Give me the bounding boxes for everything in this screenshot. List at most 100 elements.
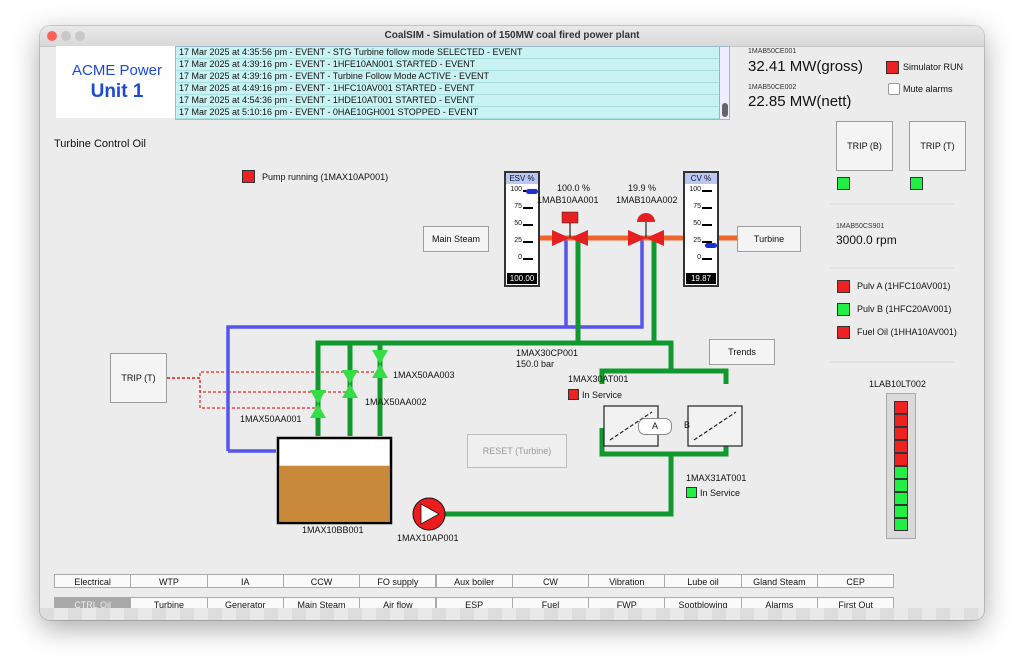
filter2-status: In Service bbox=[700, 488, 741, 498]
cv-valve bbox=[628, 213, 664, 246]
tab-electrical[interactable]: Electrical bbox=[54, 574, 132, 588]
main-steam-button[interactable]: Main Steam bbox=[423, 226, 489, 252]
mill-indicator bbox=[837, 326, 850, 339]
scrollbar-thumb[interactable] bbox=[722, 103, 728, 117]
close-window-button[interactable] bbox=[47, 31, 57, 41]
level-bar-segment bbox=[894, 479, 908, 492]
tank-tag: 1MAX10BB001 bbox=[302, 525, 364, 535]
nett-power-tag: 1MAB50CE002 bbox=[748, 84, 797, 91]
esv-tag: 1MAB10AA001 bbox=[537, 195, 599, 205]
minimize-window-button[interactable] bbox=[61, 31, 71, 41]
event-row: 17 Mar 2025 at 4:39:16 pm - EVENT - 1HFE… bbox=[176, 59, 729, 71]
zoom-window-button[interactable] bbox=[75, 31, 85, 41]
mill-label: Pulv A (1HFC10AV001) bbox=[857, 281, 951, 291]
trip-valve-1MAX50AA002 bbox=[342, 370, 358, 398]
trip-t-right-button[interactable]: TRIP (T) bbox=[909, 121, 966, 171]
mill-label: Pulv B (1HFC20AV001) bbox=[857, 304, 952, 314]
filter-a-selector[interactable]: A bbox=[638, 418, 672, 435]
event-row: 17 Mar 2025 at 4:39:16 pm - EVENT - Turb… bbox=[176, 71, 729, 83]
control-oil-diagram bbox=[167, 203, 954, 531]
cv-percent: 19.9 % bbox=[628, 183, 657, 193]
gauge-tick: 50 bbox=[693, 220, 701, 227]
level-indicator bbox=[886, 393, 916, 539]
tab-gland-steam[interactable]: Gland Steam bbox=[740, 574, 818, 588]
event-log[interactable]: 17 Mar 2025 at 4:35:56 pm - EVENT - STG … bbox=[175, 46, 730, 120]
tab-cw[interactable]: CW bbox=[511, 574, 590, 588]
return-oil-lines bbox=[226, 239, 644, 453]
mill-indicator bbox=[837, 280, 850, 293]
event-row: 17 Mar 2025 at 4:35:56 pm - EVENT - STG … bbox=[176, 47, 729, 59]
esv-percent: 100.0 % bbox=[557, 183, 591, 193]
nett-power-value: 22.85 MW(nett) bbox=[748, 93, 852, 110]
level-bar-segment bbox=[894, 518, 908, 531]
reset-turbine-button[interactable]: RESET (Turbine) bbox=[467, 434, 567, 468]
turbine-button[interactable]: Turbine bbox=[737, 226, 801, 252]
valve-tag-1MAX50AA002: 1MAX50AA002 bbox=[365, 397, 427, 407]
event-row: 17 Mar 2025 at 5:10:16 pm - EVENT - 0HAE… bbox=[176, 107, 729, 119]
gauge-tick: 100 bbox=[510, 186, 522, 193]
filter1-status-indicator bbox=[568, 389, 579, 400]
unit-name: Unit 1 bbox=[90, 81, 144, 102]
gauge-tick: 75 bbox=[514, 203, 522, 210]
tab-ia[interactable]: IA bbox=[206, 574, 284, 588]
trip-b-button[interactable]: TRIP (B) bbox=[836, 121, 893, 171]
mute-alarms-checkbox[interactable] bbox=[888, 83, 900, 95]
status-strip bbox=[40, 608, 984, 620]
trip-valve-1MAX50AA003 bbox=[372, 350, 388, 378]
level-bar-segment bbox=[894, 427, 908, 440]
header-pressure-value: 150.0 bar bbox=[516, 359, 555, 369]
trip-signal-lines bbox=[167, 371, 380, 409]
mill-label: Fuel Oil (1HHA10AV001) bbox=[857, 327, 957, 337]
supply-oil-lines bbox=[315, 239, 729, 517]
header-pressure-tag: 1MAX30CP001 bbox=[516, 348, 579, 358]
app-window: CoalSIM - Simulation of 150MW coal fired… bbox=[40, 26, 984, 620]
level-bar-segment bbox=[894, 440, 908, 453]
event-log-scrollbar[interactable] bbox=[719, 47, 729, 119]
tab-wtp[interactable]: WTP bbox=[130, 574, 208, 588]
filter-b bbox=[687, 405, 743, 447]
trip-t-button[interactable]: TRIP (T) bbox=[110, 353, 167, 403]
filter1-tag: 1MAX30AT001 bbox=[568, 374, 629, 384]
tab-fo-supply[interactable]: FO supply bbox=[359, 574, 437, 588]
window-title: CoalSIM - Simulation of 150MW coal fired… bbox=[384, 30, 640, 41]
cv-gauge-marker bbox=[705, 243, 717, 249]
valve-tag-1MAX50AA001: 1MAX50AA001 bbox=[240, 414, 302, 424]
mill-indicator bbox=[837, 303, 850, 316]
filter-b-label: B bbox=[684, 420, 691, 430]
filter2-tag: 1MAX31AT001 bbox=[686, 473, 747, 483]
esv-gauge-value: 100.00 bbox=[507, 273, 537, 284]
tab-ccw[interactable]: CCW bbox=[282, 574, 361, 588]
simulator-run-indicator[interactable] bbox=[886, 61, 899, 74]
gross-power-value: 32.41 MW(gross) bbox=[748, 58, 864, 75]
tab-aux-boiler[interactable]: Aux boiler bbox=[435, 574, 513, 588]
gross-power-tag: 1MAB50CE001 bbox=[748, 48, 797, 55]
speed-tag: 1MAB50CS901 bbox=[836, 223, 885, 230]
diagram-title: Turbine Control Oil bbox=[54, 138, 146, 150]
gauge-tick: 0 bbox=[518, 254, 522, 261]
gauge-tick: 75 bbox=[693, 203, 701, 210]
level-bar-segment bbox=[894, 414, 908, 427]
level-bar-segment bbox=[894, 401, 908, 414]
speed-value: 3000.0 rpm bbox=[836, 233, 897, 247]
tab-cep[interactable]: CEP bbox=[817, 574, 895, 588]
tab-lube-oil[interactable]: Lube oil bbox=[664, 574, 742, 588]
cv-gauge-value: 19.87 bbox=[686, 273, 716, 284]
pump-running-label: Pump running (1MAX10AP001) bbox=[262, 172, 389, 182]
pump-running-indicator bbox=[242, 170, 255, 183]
simulator-run-label: Simulator RUN bbox=[903, 62, 964, 72]
trip-t-indicator bbox=[910, 177, 923, 190]
cv-tag: 1MAB10AA002 bbox=[616, 195, 678, 205]
mute-alarms-label: Mute alarms bbox=[903, 84, 953, 94]
esv-valve bbox=[552, 211, 588, 246]
gauge-tick: 0 bbox=[697, 254, 701, 261]
trip-b-indicator bbox=[837, 177, 850, 190]
trends-button[interactable]: Trends bbox=[709, 339, 775, 365]
esv-gauge-marker bbox=[526, 189, 538, 194]
oil-pump-icon bbox=[412, 497, 446, 531]
level-tag: 1LAB10LT002 bbox=[869, 379, 926, 389]
gauge-tick: 50 bbox=[514, 220, 522, 227]
company-name: ACME Power bbox=[71, 62, 163, 79]
level-bar-segment bbox=[894, 505, 908, 518]
tab-vibration[interactable]: Vibration bbox=[588, 574, 666, 588]
gauge-tick: 25 bbox=[693, 237, 701, 244]
